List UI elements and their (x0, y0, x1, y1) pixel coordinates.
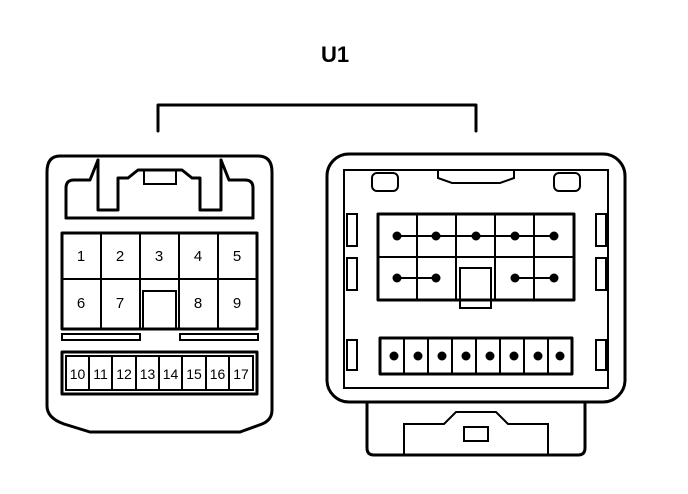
right-side-slot (346, 213, 358, 247)
pin-contact (431, 231, 441, 241)
pin-label: 17 (233, 366, 249, 382)
right-top-right-clip (553, 172, 581, 192)
pin-label: 11 (93, 366, 108, 382)
left-lower-pin-row (60, 350, 259, 396)
pin-contact (549, 231, 559, 241)
right-side-slot (346, 339, 358, 371)
pin-label: 1 (77, 248, 85, 265)
pin-contact (392, 273, 402, 283)
right-key-slot (459, 267, 492, 309)
pin-contact (549, 273, 559, 283)
right-side-slot (595, 339, 607, 371)
pin-label: 10 (70, 366, 86, 382)
pin-label: 3 (155, 248, 163, 265)
pin-label: 12 (116, 366, 132, 382)
left-latch-tab (143, 169, 177, 185)
right-connector (325, 152, 627, 457)
left-latch-arm-right (219, 158, 255, 220)
pin-label: 6 (77, 295, 85, 312)
pin-label: 16 (210, 366, 226, 382)
right-separator-bar (179, 333, 259, 341)
right-bottom-latch (403, 411, 549, 455)
right-bottom-housing (365, 400, 587, 457)
right-connector-body (325, 152, 627, 404)
pin-label: 8 (194, 295, 202, 312)
pin-contact (392, 231, 402, 241)
pin-label: 2 (116, 248, 124, 265)
left-connector: 1 2 3 4 5 6 7 8 9 10 11 12 13 14 15 16 1… (45, 154, 274, 434)
right-side-slot (595, 257, 607, 291)
pin-contact (461, 351, 471, 361)
left-key-slot (142, 290, 177, 330)
pin-contact (437, 351, 447, 361)
pin-contact (510, 231, 520, 241)
pin-label: 7 (116, 295, 124, 312)
pin-label: 5 (233, 248, 241, 265)
pin-contact (389, 351, 399, 361)
diagram-title: U1 (321, 42, 349, 67)
pin-label: 4 (194, 248, 202, 265)
right-inner-frame (343, 169, 609, 389)
pin-label: 9 (233, 295, 241, 312)
left-separator-bar (61, 333, 141, 341)
right-side-slot (595, 213, 607, 247)
grouping-bracket (156, 103, 478, 133)
pin-contact (413, 351, 423, 361)
pin-contact (555, 351, 565, 361)
right-side-slot (346, 257, 358, 291)
pin-contact (533, 351, 543, 361)
right-top-left-clip (371, 172, 399, 192)
right-top-latch (437, 170, 515, 184)
right-bottom-latch-tab (463, 426, 489, 442)
pin-contact (471, 231, 481, 241)
left-latch-arm-left (64, 158, 100, 220)
pin-label: 13 (140, 366, 156, 382)
pin-label: 14 (163, 366, 179, 382)
pin-contact (509, 351, 519, 361)
pin-contact (510, 273, 520, 283)
pin-contact (431, 273, 441, 283)
left-connector-body (45, 154, 274, 434)
pin-label: 15 (186, 366, 202, 382)
pin-contact (485, 351, 495, 361)
